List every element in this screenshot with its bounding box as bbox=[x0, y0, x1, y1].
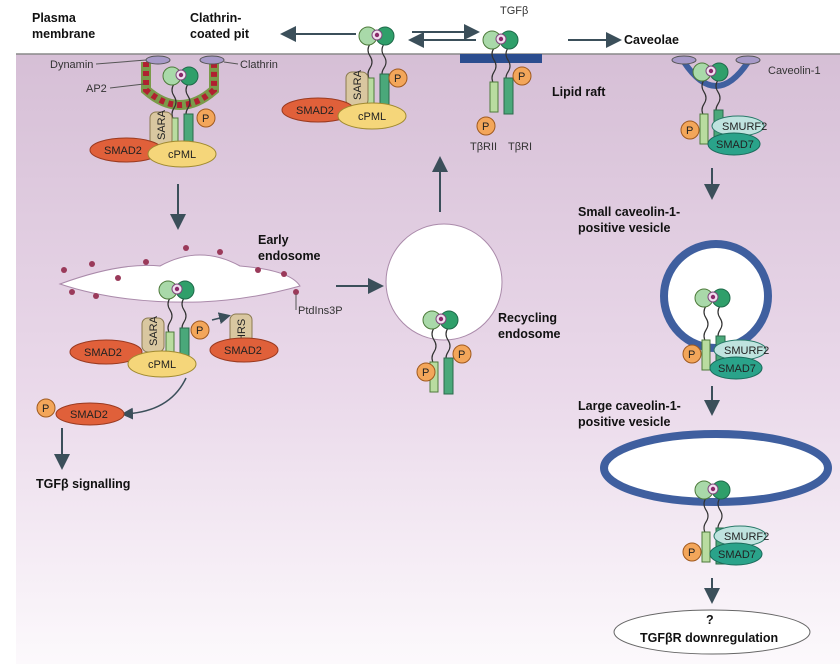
svg-text:P: P bbox=[688, 547, 695, 559]
svg-text:SMAD7: SMAD7 bbox=[718, 363, 756, 375]
cpml-protein bbox=[147, 140, 217, 168]
ap2-label: AP2 bbox=[86, 83, 107, 95]
svg-text:SMAD2: SMAD2 bbox=[224, 345, 262, 357]
question-mark: ? bbox=[706, 613, 714, 627]
recycling-endosome-label-2: endosome bbox=[498, 327, 561, 341]
large-vesicle-label: Large caveolin-1- bbox=[578, 399, 681, 413]
svg-text:cPML: cPML bbox=[148, 359, 176, 371]
phospho-icon bbox=[682, 344, 702, 364]
caveolae-complex: SMURF2 SMAD7 P bbox=[671, 55, 767, 156]
downregulation-label: TGFβR downregulation bbox=[640, 631, 778, 645]
free-smad2 bbox=[55, 402, 125, 426]
phospho-icon bbox=[476, 116, 496, 136]
phospho-icon bbox=[512, 66, 532, 86]
tgfb-label: TGFβ bbox=[500, 5, 528, 17]
svg-text:SMAD7: SMAD7 bbox=[718, 549, 756, 561]
surface-complex: SARA P SMAD2 cPML bbox=[281, 26, 408, 130]
ptdins3p-label: PtdIns3P bbox=[298, 305, 343, 317]
svg-text:SARA: SARA bbox=[156, 109, 168, 140]
early-endosome-label-2: endosome bbox=[258, 249, 321, 263]
clathrin-pit: SARA P SMAD2 cPML bbox=[89, 55, 225, 168]
tgfb-signalling-label: TGFβ signalling bbox=[36, 477, 130, 491]
svg-text:SMURF2: SMURF2 bbox=[724, 345, 769, 357]
svg-text:P: P bbox=[482, 121, 489, 133]
tbrii-label: TβRII bbox=[470, 141, 497, 153]
phospho-icon bbox=[388, 68, 408, 88]
phospho-icon bbox=[452, 344, 472, 364]
svg-text:SMURF2: SMURF2 bbox=[722, 121, 767, 133]
dynamin-label: Dynamin bbox=[50, 59, 93, 71]
downregulation-ellipse bbox=[613, 609, 811, 655]
svg-text:SARA: SARA bbox=[148, 315, 160, 346]
phospho-icon bbox=[36, 398, 56, 418]
lipid-raft-complex: P P bbox=[460, 30, 542, 136]
svg-text:SARA: SARA bbox=[352, 69, 364, 100]
caveolae-label: Caveolae bbox=[624, 33, 679, 47]
large-vesicle: SMURF2 SMAD7 P bbox=[600, 430, 832, 566]
clathrin-pit-label: Clathrin- bbox=[190, 11, 241, 25]
lipid-raft-label: Lipid raft bbox=[552, 85, 606, 99]
caveolin1-label: Caveolin-1 bbox=[768, 65, 821, 77]
svg-text:P: P bbox=[458, 349, 465, 361]
phospho-icon bbox=[196, 108, 216, 128]
plasma-membrane-label-2: membrane bbox=[32, 27, 95, 41]
svg-text:P: P bbox=[202, 113, 209, 125]
svg-text:SMURF2: SMURF2 bbox=[724, 531, 769, 543]
svg-text:P: P bbox=[686, 125, 693, 137]
early-endosome-label: Early bbox=[258, 233, 289, 247]
svg-text:SMAD2: SMAD2 bbox=[104, 145, 142, 157]
svg-text:P: P bbox=[518, 71, 525, 83]
early-endosome: SARA P HRS SMAD2 SMAD2 cPML bbox=[58, 245, 301, 378]
svg-text:P: P bbox=[42, 403, 49, 415]
phospho-icon bbox=[680, 120, 700, 140]
clathrin-label: Clathrin bbox=[240, 59, 278, 71]
small-vesicle: SMURF2 SMAD7 P bbox=[660, 240, 772, 380]
dynamin-icon bbox=[145, 55, 171, 65]
svg-text:SMAD2: SMAD2 bbox=[84, 347, 122, 359]
svg-text:HRS: HRS bbox=[236, 319, 248, 342]
dynamin-icon bbox=[199, 55, 225, 65]
svg-text:SMAD2: SMAD2 bbox=[70, 409, 108, 421]
phospho-icon bbox=[416, 362, 436, 382]
phospho-icon bbox=[190, 320, 210, 340]
svg-text:SMAD2: SMAD2 bbox=[296, 105, 334, 117]
svg-text:P: P bbox=[422, 367, 429, 379]
small-vesicle-label-2: positive vesicle bbox=[578, 221, 670, 235]
recycling-endosome-label: Recycling bbox=[498, 311, 557, 325]
small-vesicle-label: Small caveolin-1- bbox=[578, 205, 680, 219]
svg-text:P: P bbox=[688, 349, 695, 361]
svg-text:SMAD7: SMAD7 bbox=[716, 139, 754, 151]
lipid-raft bbox=[460, 54, 542, 63]
recycling-endosome: P P bbox=[385, 223, 503, 395]
svg-text:P: P bbox=[196, 325, 203, 337]
large-vesicle-label-2: positive vesicle bbox=[578, 415, 670, 429]
phospho-icon bbox=[682, 542, 702, 562]
clathrin-pit-label-2: coated pit bbox=[190, 27, 250, 41]
svg-text:P: P bbox=[394, 73, 401, 85]
svg-text:cPML: cPML bbox=[168, 149, 196, 161]
plasma-membrane-label: Plasma bbox=[32, 11, 77, 25]
svg-text:cPML: cPML bbox=[358, 111, 386, 123]
tbri-label: TβRI bbox=[508, 141, 532, 153]
